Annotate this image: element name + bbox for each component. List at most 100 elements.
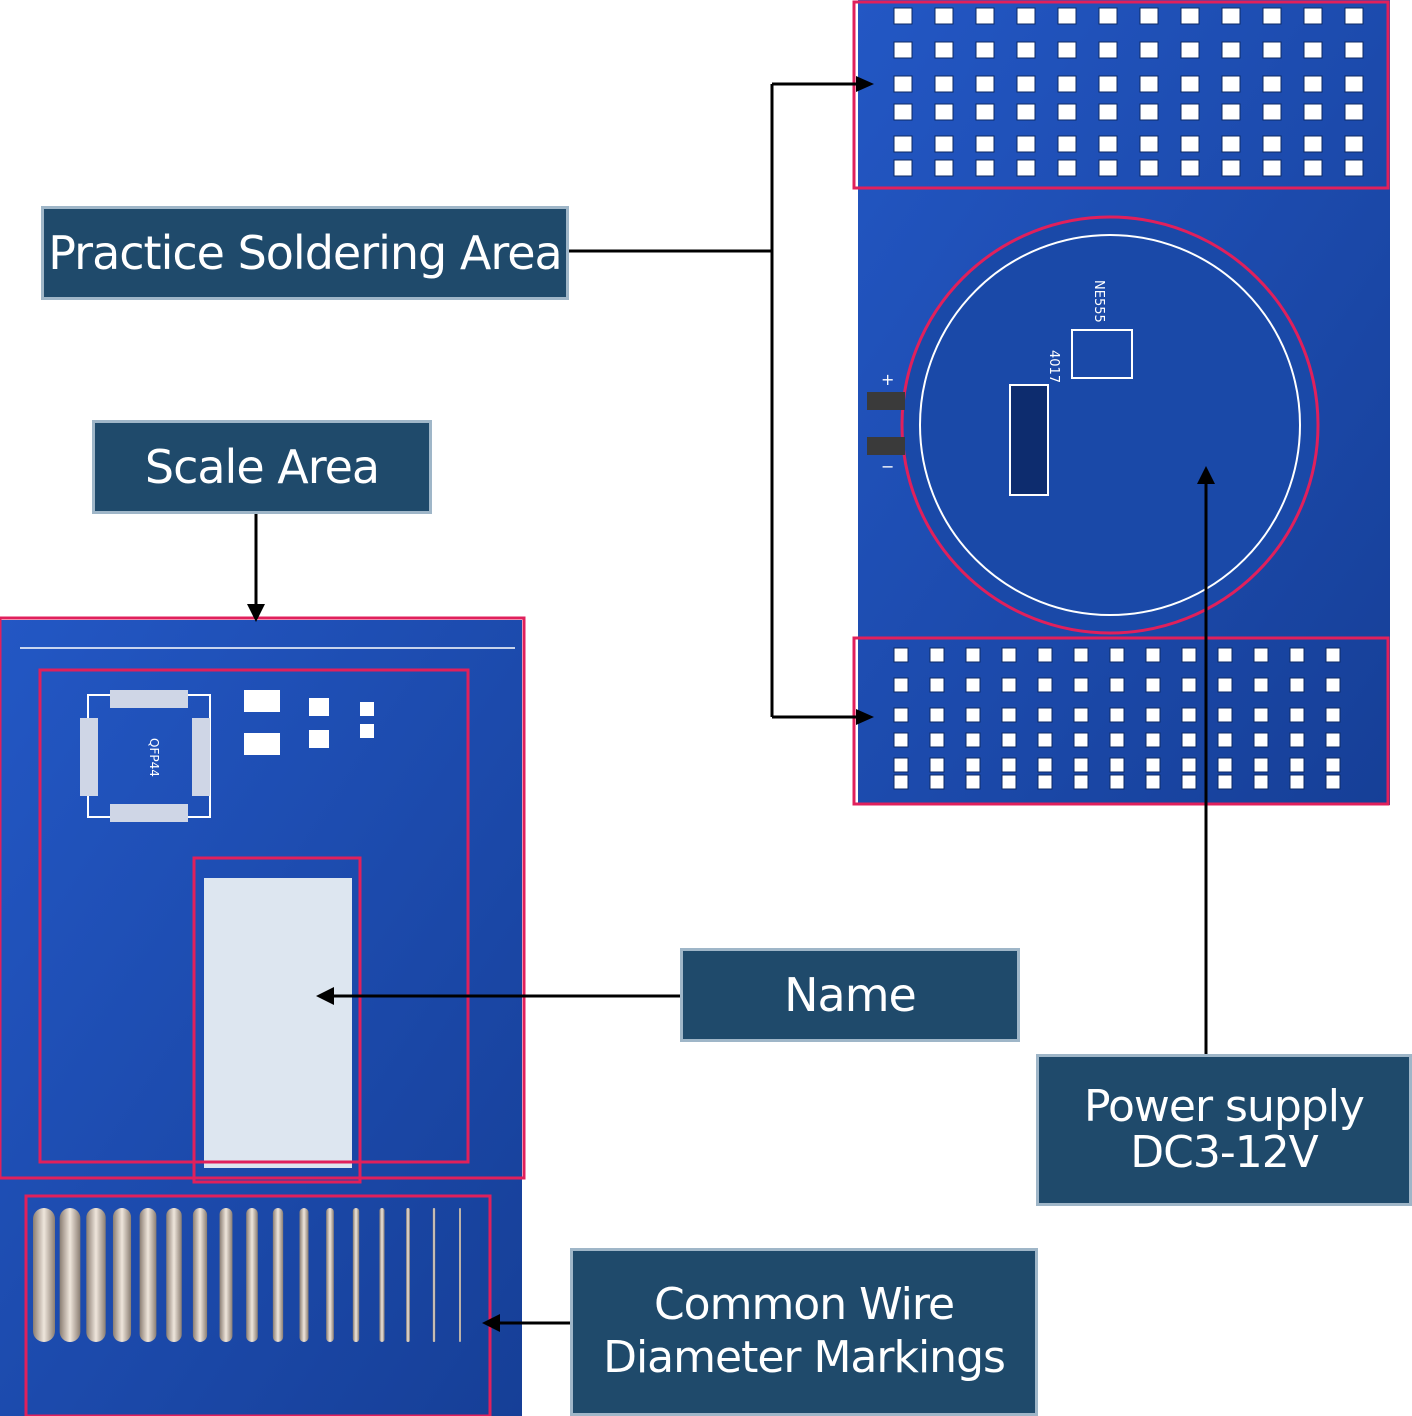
solder-pad xyxy=(1253,732,1269,748)
solder-pad xyxy=(1181,732,1197,748)
solder-pad xyxy=(1262,41,1282,59)
solder-pad xyxy=(934,103,954,121)
solder-pad xyxy=(1289,732,1305,748)
solder-pad xyxy=(1098,75,1118,93)
solder-pad xyxy=(1180,159,1200,177)
solder-pad xyxy=(934,41,954,59)
solder-pad xyxy=(893,135,913,153)
solder-pad xyxy=(1139,75,1159,93)
wire-gauge-strip xyxy=(352,1208,360,1342)
label-u1: NE555 xyxy=(1091,280,1106,323)
solder-pad xyxy=(1037,732,1053,748)
wire-gauge-strip xyxy=(432,1208,436,1342)
solder-pad xyxy=(1109,732,1125,748)
solder-pad xyxy=(1289,647,1305,663)
solder-pad xyxy=(1145,732,1161,748)
solder-pad xyxy=(1001,647,1017,663)
solder-pad xyxy=(934,7,954,25)
right-pcb-board: 4017 NE555 + − xyxy=(852,0,1390,806)
solder-pad xyxy=(893,159,913,177)
solder-pad xyxy=(934,135,954,153)
solder-pad xyxy=(1344,135,1364,153)
solder-pad xyxy=(965,732,981,748)
solder-pad xyxy=(1325,757,1341,773)
solder-pad xyxy=(1109,647,1125,663)
solder-pad xyxy=(1145,707,1161,723)
solder-pad xyxy=(893,677,909,693)
callout-power-supply: Power supply DC3-12V xyxy=(1036,1054,1412,1206)
wire-gauge-strip xyxy=(406,1208,410,1342)
solder-pad xyxy=(1145,774,1161,790)
solder-pad xyxy=(1262,7,1282,25)
wire-gauge-strip xyxy=(219,1208,233,1342)
wire-diameter-markings xyxy=(33,1208,461,1342)
highlight-scale-area xyxy=(0,616,526,1180)
solder-pad xyxy=(1180,75,1200,93)
solder-pad xyxy=(1253,677,1269,693)
solder-pad xyxy=(1109,757,1125,773)
solder-pad xyxy=(1037,647,1053,663)
solder-pad xyxy=(1221,7,1241,25)
solder-pad xyxy=(965,677,981,693)
arrowheads xyxy=(247,76,1215,1332)
solder-pad xyxy=(1253,774,1269,790)
solder-pad xyxy=(975,75,995,93)
solder-pad xyxy=(1057,135,1077,153)
solder-pad xyxy=(1098,159,1118,177)
solder-pad xyxy=(1073,732,1089,748)
wire-gauge-strip xyxy=(459,1208,461,1342)
solder-pad xyxy=(929,732,945,748)
solder-pad xyxy=(1098,41,1118,59)
solder-pad xyxy=(1180,41,1200,59)
label-u2: 4017 xyxy=(1046,350,1061,383)
solder-pad xyxy=(929,707,945,723)
highlight-top-pads xyxy=(852,0,1390,190)
solder-pad xyxy=(1217,774,1233,790)
solder-pad xyxy=(1325,707,1341,723)
wire-gauge-strip xyxy=(299,1208,309,1342)
wire-gauge-strip xyxy=(59,1208,81,1342)
solder-pad xyxy=(929,757,945,773)
connector-lines xyxy=(254,82,1208,1325)
solder-pad xyxy=(1344,41,1364,59)
solder-pad xyxy=(1217,647,1233,663)
solder-pad xyxy=(929,774,945,790)
solder-pad xyxy=(1073,677,1089,693)
solder-pad xyxy=(1109,677,1125,693)
solder-pad xyxy=(1057,75,1077,93)
solder-pad xyxy=(1325,677,1341,693)
solder-pad xyxy=(1262,103,1282,121)
solder-pad xyxy=(1180,135,1200,153)
solder-pad xyxy=(1057,7,1077,25)
solder-pad xyxy=(1217,757,1233,773)
solder-pad xyxy=(1001,757,1017,773)
solder-pad xyxy=(1016,41,1036,59)
solder-pad xyxy=(1139,103,1159,121)
solder-pad xyxy=(1145,757,1161,773)
solder-pad xyxy=(1221,159,1241,177)
solder-pad xyxy=(1303,135,1323,153)
solder-pad xyxy=(1303,41,1323,59)
svg-text:+: + xyxy=(881,370,894,389)
solder-pad xyxy=(1001,707,1017,723)
solder-pad xyxy=(1253,647,1269,663)
solder-pad xyxy=(975,135,995,153)
solder-pad xyxy=(1073,757,1089,773)
solder-pad xyxy=(1325,732,1341,748)
solder-pad xyxy=(1139,7,1159,25)
solder-pad xyxy=(893,707,909,723)
solder-pad xyxy=(1139,41,1159,59)
solder-pad xyxy=(1253,707,1269,723)
solder-pad xyxy=(1181,707,1197,723)
solder-pad xyxy=(1344,159,1364,177)
solder-pad xyxy=(1181,677,1197,693)
chip-4017-body xyxy=(1009,384,1049,496)
chip-ne555-outline xyxy=(1071,329,1133,379)
solder-pad xyxy=(893,647,909,663)
led-ring xyxy=(900,215,1320,635)
left-pcb-board: QFP44 xyxy=(0,616,526,1416)
solder-pad xyxy=(1303,7,1323,25)
wire-gauge-strip xyxy=(33,1208,55,1342)
callout-scale-area: Scale Area xyxy=(92,420,432,514)
solder-pad xyxy=(1109,707,1125,723)
